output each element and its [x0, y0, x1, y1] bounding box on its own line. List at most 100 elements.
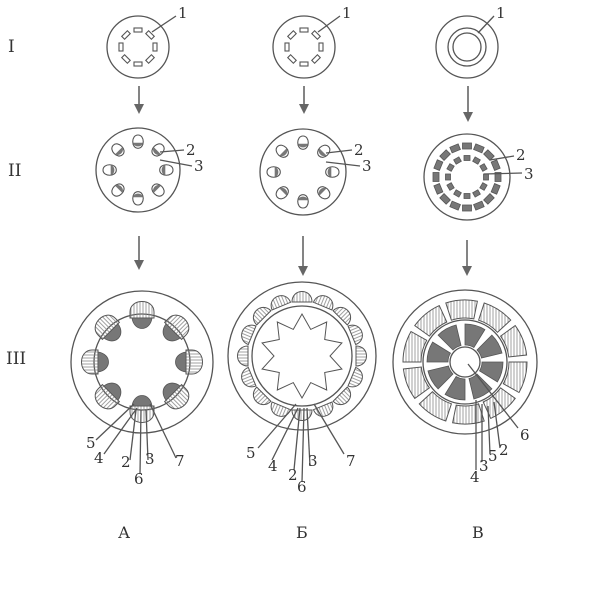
callout-a3-6: 6: [134, 470, 144, 488]
callout-a3-5: 5: [86, 434, 96, 452]
xylem-lobe: [502, 361, 528, 394]
vascular-bundle: [159, 164, 174, 176]
cambium-segment: [483, 173, 489, 181]
cambium-segment: [439, 149, 451, 161]
procambium-strand: [286, 54, 297, 65]
ring-lobe: [237, 345, 249, 367]
procambium-strand: [120, 29, 131, 40]
xylem-sector: [468, 373, 493, 400]
callout-a3-2: 2: [121, 453, 131, 471]
col-b-row3-section: 5 4 2 3 6 7: [227, 281, 377, 496]
procambium-strand: [133, 61, 143, 67]
secondary-bundle: [94, 314, 122, 342]
xylem-lobe: [418, 390, 453, 422]
ring-lobe: [252, 306, 272, 326]
xylem-sector: [426, 341, 452, 363]
cambium-segment: [446, 182, 455, 191]
callout-line: [325, 161, 361, 167]
callout-c3-4: 4: [470, 468, 480, 486]
xylem-lobe: [402, 366, 431, 400]
ring-lobe: [241, 366, 257, 388]
continuous-cambium-rings: [432, 142, 502, 212]
ring-lobe: [252, 386, 272, 406]
ring-lobe: [270, 295, 292, 311]
ring-lobe: [270, 401, 292, 417]
callout-c3-2: 2: [499, 441, 509, 459]
xylem-sector: [478, 361, 504, 383]
callout-lines-b3: [257, 403, 345, 483]
secondary-bundle: [162, 314, 190, 342]
procambium-strand: [284, 42, 290, 52]
vascular-bundle: [102, 164, 117, 176]
vascular-bundle: [275, 144, 289, 158]
cambium-segment: [433, 183, 444, 195]
xylem-lobe: [414, 304, 448, 337]
cambium-segment: [446, 163, 455, 172]
callout-b3-5: 5: [246, 444, 256, 462]
arrow-b-1: [299, 86, 309, 114]
cambium-segment: [490, 183, 501, 195]
procambium-strand: [299, 27, 309, 33]
callout-a3-3: 3: [145, 450, 155, 468]
col-a-row2-section: 2 3: [95, 127, 204, 213]
procambium-strand: [152, 42, 158, 52]
secondary-bundle: [162, 382, 190, 410]
row-label-1: I: [8, 37, 15, 57]
vascular-bundles: [266, 135, 340, 209]
cambium-segment: [473, 200, 485, 211]
callout-c1-1: 1: [496, 4, 506, 22]
col-c-row1-section: 1: [435, 4, 506, 79]
cambium-segment: [449, 200, 461, 211]
vascular-bundle: [317, 144, 331, 158]
xylem-lobe: [499, 324, 528, 358]
vascular-bundle: [151, 183, 165, 197]
ring-lobe: [332, 386, 352, 406]
column-label-b: Б: [296, 523, 308, 542]
cambium-segment: [472, 189, 481, 198]
ring-lobe: [332, 306, 352, 326]
cambium-segment: [432, 172, 440, 182]
procambium-ring: [284, 27, 324, 67]
cambium-segment: [462, 142, 472, 150]
vascular-bundles: [102, 134, 174, 206]
callout-b2-3: 3: [362, 157, 372, 175]
callout-a3-4: 4: [94, 449, 104, 467]
procambium-strand: [133, 27, 143, 33]
cambium-segment: [453, 156, 462, 165]
xylem-sector: [464, 323, 486, 349]
callout-a3-7: 7: [175, 452, 185, 470]
ring-lobe: [347, 324, 363, 346]
callout-c2-2: 2: [516, 146, 526, 164]
callout-c3-6: 6: [520, 426, 530, 444]
secondary-bundle: [81, 349, 109, 375]
col-b-row1-section: 1: [272, 4, 352, 79]
callout-line: [489, 155, 515, 161]
vascular-bundle: [111, 183, 125, 197]
vascular-bundle: [266, 166, 281, 178]
callout-lines-c3: [467, 363, 519, 470]
callout-b2-2: 2: [354, 141, 364, 159]
callout-line: [483, 172, 523, 175]
cambium-segment: [472, 156, 481, 165]
cambium-segment: [445, 173, 451, 181]
ring-lobe: [347, 366, 363, 388]
procambium-strand: [145, 54, 156, 65]
procambium-strand: [286, 29, 297, 40]
primary-xylem-sectors: [426, 323, 504, 401]
xylem-lobe: [477, 302, 512, 334]
vascular-bundle: [151, 143, 165, 157]
callout-b3-4: 4: [268, 457, 278, 475]
ring-lobe: [355, 345, 367, 367]
column-label-c: В: [472, 523, 484, 542]
callout-line: [477, 15, 495, 34]
arrow-b-2: [298, 236, 308, 276]
callout-c3-3: 3: [479, 457, 489, 475]
arrow-a-2: [134, 236, 144, 270]
arrow-c-2: [462, 240, 472, 276]
procambium-strand: [318, 42, 324, 52]
cambium-segment: [449, 143, 461, 154]
row-label-2: II: [8, 161, 21, 181]
callout-c3-5: 5: [488, 447, 498, 465]
ring-lobe: [291, 291, 313, 303]
